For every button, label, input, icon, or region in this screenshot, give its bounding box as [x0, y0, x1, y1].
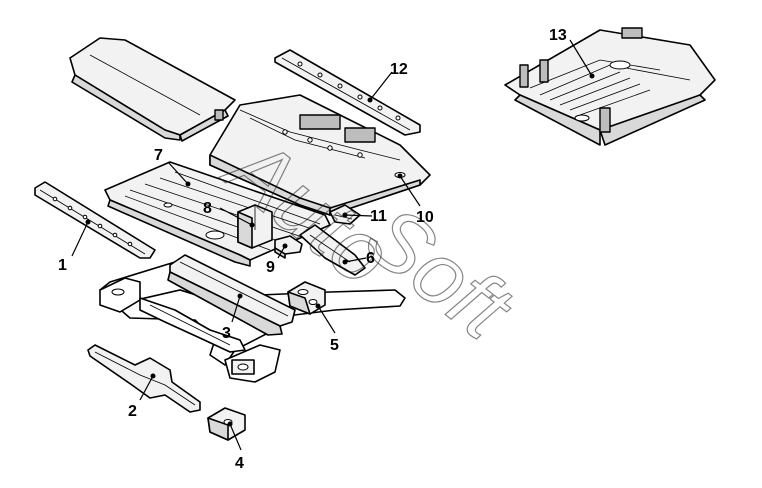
callout-6: 6 — [366, 250, 375, 267]
part-8-bracket — [237, 204, 273, 249]
part-13-floor-assembly — [504, 27, 716, 146]
part-1-side-rail — [34, 181, 156, 259]
callout-13: 13 — [549, 27, 567, 44]
callout-labels: 1 2 3 4 5 6 7 8 9 10 11 12 13 — [58, 27, 567, 472]
part-2-front-cross-member — [87, 344, 201, 413]
callout-4: 4 — [235, 455, 244, 472]
part-3-cross-member — [167, 254, 296, 336]
callout-12: 12 — [390, 61, 408, 78]
part-10-rear-floor-pan — [209, 94, 431, 216]
callout-7: 7 — [154, 147, 163, 164]
callout-11: 11 — [370, 208, 387, 225]
part-12-cross-member — [274, 49, 421, 136]
part-6-support — [299, 224, 366, 276]
callout-8: 8 — [203, 200, 212, 217]
part-9-clip — [274, 235, 303, 259]
part-7-main-floor — [104, 161, 331, 267]
callout-5: 5 — [330, 337, 339, 354]
callout-9: 9 — [266, 259, 275, 276]
part-4-block — [207, 407, 246, 441]
callout-1: 1 — [58, 257, 67, 274]
callout-10: 10 — [416, 209, 434, 226]
callout-2: 2 — [128, 403, 137, 420]
leader-lines — [71, 39, 595, 451]
callout-3: 3 — [222, 325, 231, 342]
rear-cover-panel — [69, 37, 236, 142]
